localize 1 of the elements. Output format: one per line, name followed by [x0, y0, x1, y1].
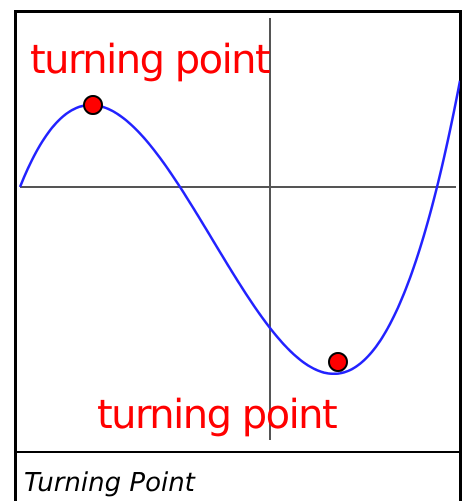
- figure-caption: Turning Point: [24, 470, 195, 496]
